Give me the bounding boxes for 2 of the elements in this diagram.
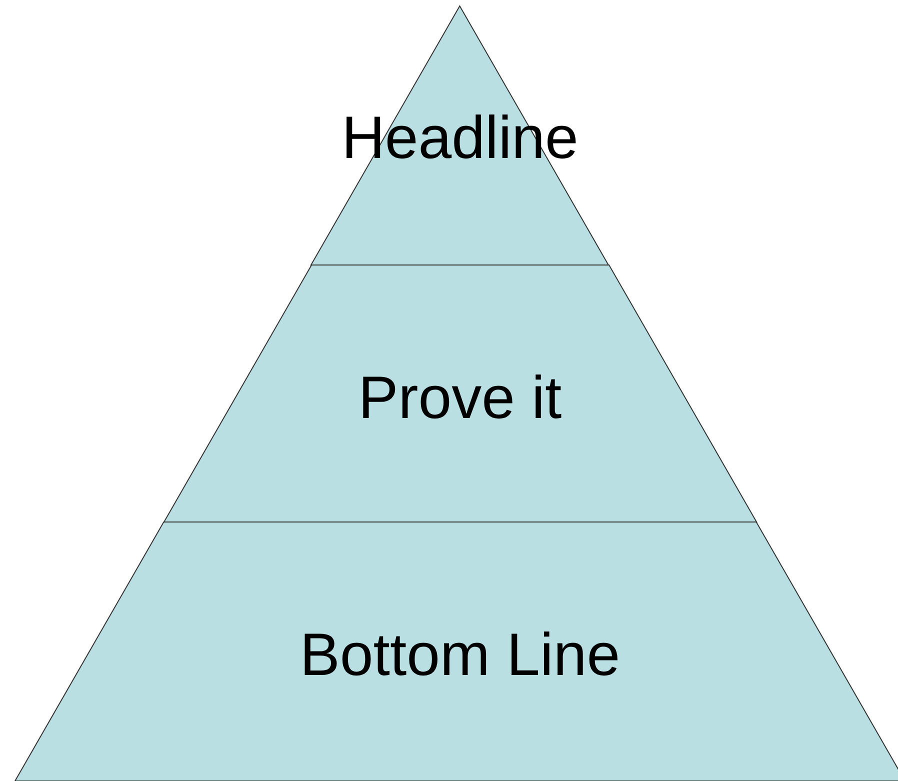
tier-label: Prove it — [358, 368, 562, 428]
tier-label: Bottom Line — [300, 625, 620, 685]
